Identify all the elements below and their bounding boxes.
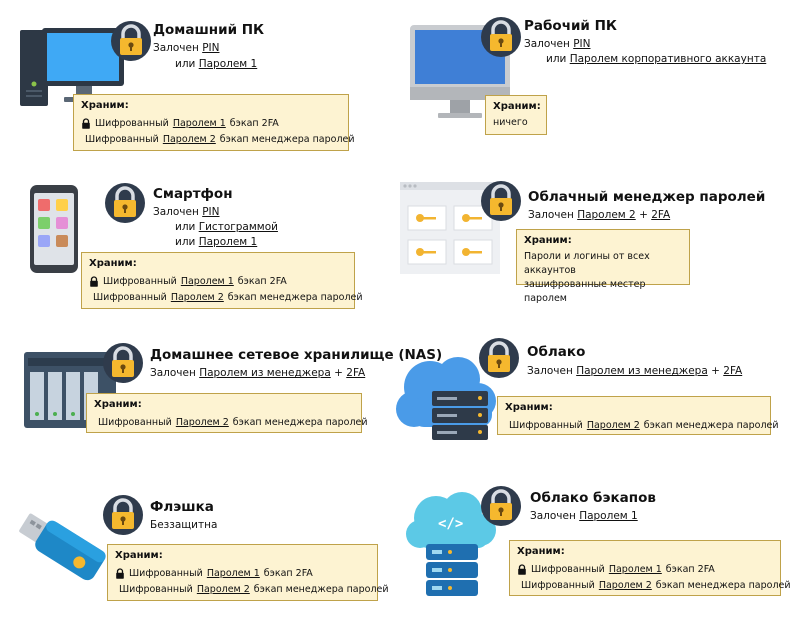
lock-method: Паролем 1 <box>198 236 258 248</box>
device-title: Облачный менеджер паролей <box>528 189 766 205</box>
lock-line-alt: или Паролем 1 <box>175 58 258 70</box>
lock-icon <box>104 182 146 224</box>
stored-title: Храним: <box>115 550 163 561</box>
device-title: Облако бэкапов <box>530 490 656 506</box>
lock-line: Залочен PIN <box>153 206 220 218</box>
cloud-server-icon <box>396 357 496 440</box>
usb-flash-drive-icon <box>19 513 106 581</box>
lock-method: Паролем из менеджера <box>576 365 708 377</box>
lock-icon <box>480 16 522 58</box>
device-title: Домашний ПК <box>153 22 265 38</box>
padlock-icon <box>81 117 91 129</box>
stored-value: зашифрованные местер паролем <box>524 279 646 304</box>
lock-method: 2FA <box>346 367 366 379</box>
lock-line-alt: или Гистограммой <box>175 221 278 233</box>
stored-title: Храним: <box>94 399 142 410</box>
lock-method: PIN <box>573 38 591 50</box>
device-title: Домашнее сетевое хранилище (NAS) <box>150 347 443 363</box>
stored-title: Храним: <box>517 546 565 557</box>
lock-icon <box>110 20 152 62</box>
lock-line: Залочен PIN <box>153 42 220 54</box>
svg-text:</>: </> <box>438 516 463 532</box>
lock-method: Паролем из менеджера <box>199 367 331 379</box>
stored-title: Храним: <box>89 258 137 269</box>
device-title: Смартфон <box>153 186 233 202</box>
backup-cloud-server-icon: </> <box>406 492 496 596</box>
status-line: Беззащитна <box>150 519 218 531</box>
stored-title: Храним: <box>505 402 553 413</box>
lock-method: Паролем 2 <box>577 209 636 221</box>
monitor-icon <box>410 25 510 118</box>
lock-method: Паролем 1 <box>579 510 638 522</box>
lock-method: Гистограммой <box>198 221 278 233</box>
lock-line: Залочен Паролем из менеджера + 2FA <box>150 367 366 379</box>
stored-title: Храним: <box>493 101 541 112</box>
lock-method: PIN <box>202 42 220 54</box>
smartphone-icon <box>30 185 78 273</box>
lock-line-alt: или Паролем корпоративного аккаунта <box>546 53 767 65</box>
lock-line: Залочен Паролем 1 <box>530 510 638 522</box>
padlock-icon <box>115 567 125 579</box>
lock-line: Залочен PIN <box>524 38 591 50</box>
lock-line: Залочен Паролем из менеджера + 2FA <box>527 365 743 377</box>
lock-icon <box>480 485 522 527</box>
lock-icon <box>480 180 522 222</box>
lock-method: 2FA <box>723 365 743 377</box>
stored-note: Храним: ничего <box>485 95 547 135</box>
device-title: Облако <box>527 344 586 360</box>
lock-icon <box>102 342 144 384</box>
lock-method: 2FA <box>651 209 671 221</box>
stored-title: Храним: <box>524 235 572 246</box>
stored-value: ничего <box>493 117 528 128</box>
lock-method: Паролем 1 <box>198 58 258 70</box>
lock-method: Паролем корпоративного аккаунта <box>569 53 767 65</box>
lock-line-alt: или Паролем 1 <box>175 236 258 248</box>
device-title: Рабочий ПК <box>524 18 617 34</box>
stored-note: Храним: Пароли и логины от всех аккаунто… <box>516 229 690 304</box>
lock-method: PIN <box>202 206 220 218</box>
lock-icon <box>102 494 144 536</box>
device-title: Флэшка <box>150 499 214 515</box>
padlock-icon <box>89 275 99 287</box>
padlock-icon <box>517 563 527 575</box>
stored-title: Храним: <box>81 100 129 111</box>
lock-icon <box>478 337 520 379</box>
stored-value: Пароли и логины от всех аккаунтов <box>524 251 650 276</box>
lock-line: Залочен Паролем 2 + 2FA <box>528 209 671 221</box>
